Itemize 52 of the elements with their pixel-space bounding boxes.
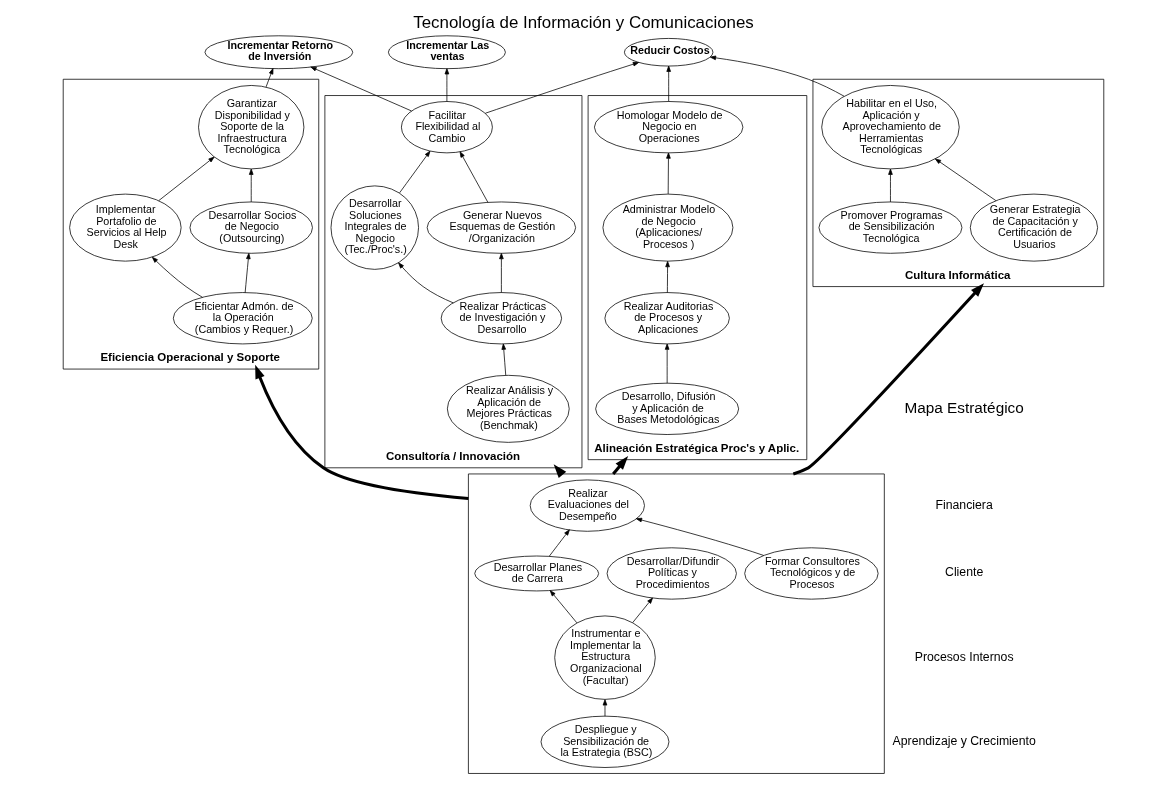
- node-ellipse: Instrumentar e Implementar la Estructura Organizacional (Facultar): [553, 615, 656, 700]
- arrow: [398, 150, 430, 194]
- arrow: [309, 66, 412, 112]
- node-ellipse: Administrar Modelo de Negocio (Aplicaciones/ Procesos ): [602, 193, 733, 262]
- node-ellipse: Habilitar en el Uso, Aplicación y Aprovechamiento de Herramientas Tecnológicas: [820, 85, 960, 170]
- label: Aprendizaje y Crecimiento: [892, 733, 1036, 748]
- arrow: [664, 343, 669, 384]
- arrow: [157, 156, 214, 201]
- node-ellipse: Desarrollar Socios de Negocio (Outsourcing): [189, 201, 313, 254]
- arrow: [500, 343, 506, 376]
- arrow: [631, 597, 653, 623]
- node-ellipse: Generar Estrategia de Capacitación y Certificación de Usuarios: [969, 193, 1098, 262]
- arrow: [444, 68, 449, 102]
- arrow: [459, 151, 488, 203]
- node-ellipse: Generar Nuevos Esquemas de Gestión /Organización: [426, 201, 576, 254]
- node-ellipse: Promover Programas de Sensibilización Tecnológica: [818, 201, 962, 254]
- node-ellipse: Incrementar Las ventas: [387, 35, 506, 70]
- arrow: [665, 65, 671, 102]
- node-ellipse: Realizar Prácticas de Investigación y Desarrollo: [440, 292, 562, 345]
- arrow: [635, 517, 764, 556]
- node-ellipse: Despliegue y Sensibilización de la Estrategia (BSC): [540, 715, 669, 768]
- arrow: [548, 529, 570, 557]
- arrow: [549, 590, 577, 624]
- arrow: [934, 158, 996, 201]
- node-ellipse: Realizar Análisis y Aplicación de Mejores Prácticas (Benchmak): [446, 374, 570, 443]
- label: Cliente: [944, 565, 983, 580]
- arrow: [254, 364, 469, 501]
- node-ellipse: Desarrollar/Difundir Políticas y Procedimientos: [606, 547, 737, 600]
- arrow: [498, 253, 504, 294]
- arrow: [248, 168, 253, 203]
- node-ellipse: Desarrollar Planes de Carrera: [473, 555, 599, 592]
- arrow: [151, 256, 203, 298]
- arrow: [265, 68, 273, 88]
- node-ellipse: Garantizar Disponibilidad y Soporte de la Infraestructura Tecnológica: [197, 85, 304, 170]
- node-ellipse: Eficientar Admón. de la Operación (Cambios y Requer.): [172, 292, 313, 345]
- label: Mapa Estratégico: [903, 398, 1024, 416]
- node-ellipse: Desarrollo, Difusión y Aplicación de Bases Metodológicas: [594, 382, 739, 435]
- node-ellipse: Formar Consultores Tecnológicos y de Procesos: [743, 547, 879, 600]
- diagram-title: Tecnología de Información y Comunicaciones: [412, 12, 754, 32]
- label: Financiera: [934, 497, 993, 512]
- arrow: [665, 152, 671, 195]
- arrow: [664, 261, 670, 294]
- arrow: [484, 61, 639, 114]
- node-ellipse: Realizar Auditorias de Procesos y Aplicaciones: [604, 292, 730, 345]
- node-ellipse: Homologar Modelo de Negocio en Operaciones: [593, 101, 743, 154]
- label: Procesos Internos: [914, 649, 1014, 664]
- arrow: [709, 55, 844, 97]
- arrow: [602, 699, 607, 717]
- arrow: [397, 262, 454, 304]
- arrow: [244, 253, 251, 294]
- arrow: [887, 168, 893, 203]
- node-ellipse: Facilitar Flexibilidad al Cambio: [400, 101, 493, 154]
